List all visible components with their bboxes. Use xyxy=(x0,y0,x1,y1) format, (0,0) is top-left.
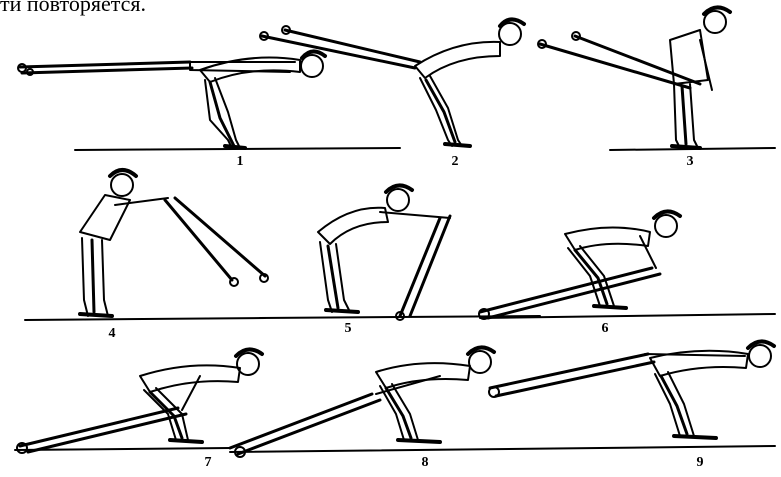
arm xyxy=(376,376,440,394)
ski-pole xyxy=(490,354,648,388)
frame-number-7: 7 xyxy=(205,455,212,470)
frame-number-9: 9 xyxy=(697,455,704,470)
legs xyxy=(320,242,350,312)
boot xyxy=(398,440,440,442)
ski-pole xyxy=(400,218,440,316)
torso xyxy=(565,227,650,250)
frame-6-skier xyxy=(479,211,775,319)
leg-stripe xyxy=(210,82,234,146)
frame-2-skier xyxy=(260,19,524,146)
leg-stripe xyxy=(328,246,338,308)
legs xyxy=(420,76,462,146)
snow-line xyxy=(230,448,600,452)
boot xyxy=(225,146,245,148)
ski-pole xyxy=(230,394,372,448)
torso xyxy=(415,42,500,78)
snow-line xyxy=(600,446,775,448)
head xyxy=(655,215,677,237)
head xyxy=(469,351,491,373)
frame-number-2: 2 xyxy=(452,154,459,169)
head xyxy=(237,353,259,375)
frame-7-skier xyxy=(15,349,262,453)
snow-line xyxy=(25,318,265,320)
frame-number-8: 8 xyxy=(422,455,429,470)
arm xyxy=(380,212,450,218)
leg-stripe xyxy=(92,240,94,312)
frame-number-6: 6 xyxy=(602,321,609,336)
boot xyxy=(594,306,626,308)
ski-pole xyxy=(488,274,660,318)
frame-9-skier xyxy=(489,341,775,448)
boot xyxy=(672,146,700,148)
cap xyxy=(110,170,136,176)
leg-stripe xyxy=(426,80,455,142)
ski-pole xyxy=(20,62,190,67)
boot xyxy=(170,440,202,442)
ski-pole xyxy=(20,408,178,446)
frame-4-skier xyxy=(25,170,268,320)
leg-stripe xyxy=(682,86,686,144)
boot xyxy=(445,144,470,146)
arm xyxy=(182,376,200,410)
ski-pole xyxy=(28,414,186,452)
torso xyxy=(376,363,470,388)
torso xyxy=(318,208,388,244)
ski-pole xyxy=(238,400,380,454)
cut-off-caption-text: ти повторяется. xyxy=(0,0,146,17)
head xyxy=(111,174,133,196)
frame-number-3: 3 xyxy=(687,154,694,169)
ski-pole xyxy=(480,268,652,312)
pole-basket xyxy=(230,278,238,286)
head xyxy=(387,189,409,211)
boot xyxy=(674,436,716,438)
torso xyxy=(80,195,130,240)
ski-pole xyxy=(496,362,654,396)
ski-pole xyxy=(410,216,450,316)
frame-1-skier xyxy=(18,51,400,150)
boot xyxy=(80,314,112,316)
ski-pole xyxy=(22,68,192,73)
frame-8-skier xyxy=(230,347,600,457)
frame-3-skier xyxy=(538,7,775,150)
ski-pole xyxy=(262,36,415,68)
frame-number-5: 5 xyxy=(345,321,352,336)
head xyxy=(704,11,726,33)
boot xyxy=(326,310,358,312)
frame-number-1: 1 xyxy=(237,154,244,169)
frame-number-4: 4 xyxy=(109,326,116,341)
arm xyxy=(700,40,712,90)
frame-5-skier xyxy=(260,185,540,320)
head xyxy=(749,345,771,367)
